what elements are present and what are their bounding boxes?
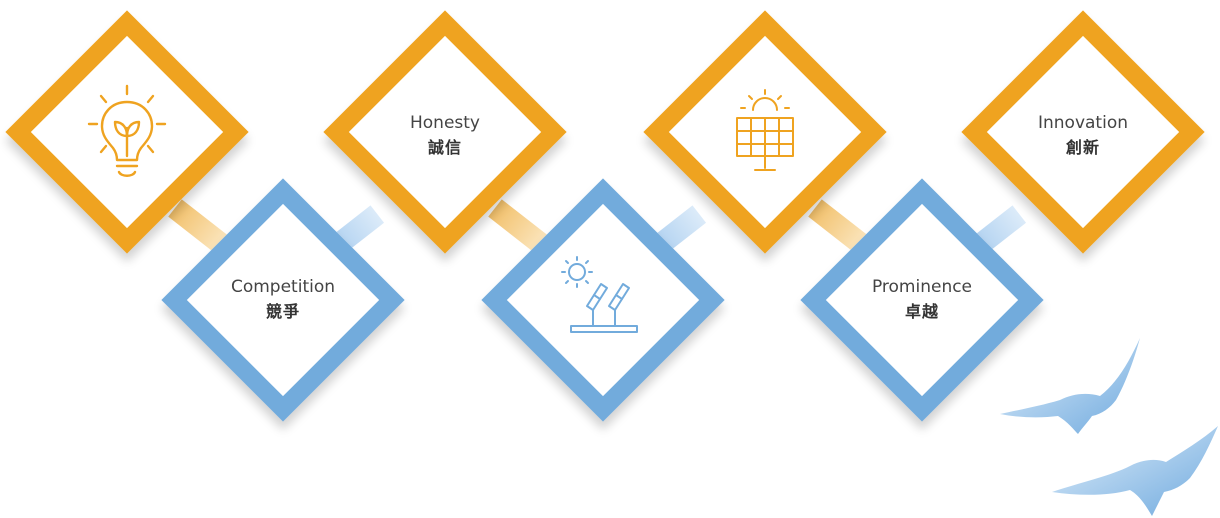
node-solar-power bbox=[665, 72, 865, 192]
solar-panel-icon bbox=[736, 89, 794, 171]
prominence-label-en: Prominence bbox=[871, 277, 973, 297]
innovation-label-en: Innovation bbox=[1037, 113, 1128, 133]
lightbulb-sprout-icon bbox=[87, 84, 167, 177]
bird-icon bbox=[1000, 338, 1140, 434]
prominence-label-zh: 卓越 bbox=[904, 302, 939, 321]
flying-birds-decoration bbox=[1000, 338, 1218, 516]
sun-solar-panels-icon bbox=[561, 256, 638, 333]
innovation-label-zh: 創新 bbox=[1065, 138, 1100, 157]
node-innovation: Innovation 創新 bbox=[983, 76, 1183, 196]
honesty-label-en: Honesty bbox=[409, 113, 480, 133]
node-competition: Competition 競爭 bbox=[183, 240, 383, 360]
node-prominence: Prominence 卓越 bbox=[822, 240, 1022, 360]
competition-label-zh: 競爭 bbox=[265, 302, 300, 321]
node-honesty: Honesty 誠信 bbox=[345, 76, 545, 196]
bird-icon bbox=[1052, 426, 1218, 516]
competition-label-en: Competition bbox=[230, 277, 336, 297]
honesty-label-zh: 誠信 bbox=[427, 138, 462, 157]
node-solar-tracker bbox=[503, 236, 703, 356]
node-green-energy bbox=[27, 72, 227, 192]
